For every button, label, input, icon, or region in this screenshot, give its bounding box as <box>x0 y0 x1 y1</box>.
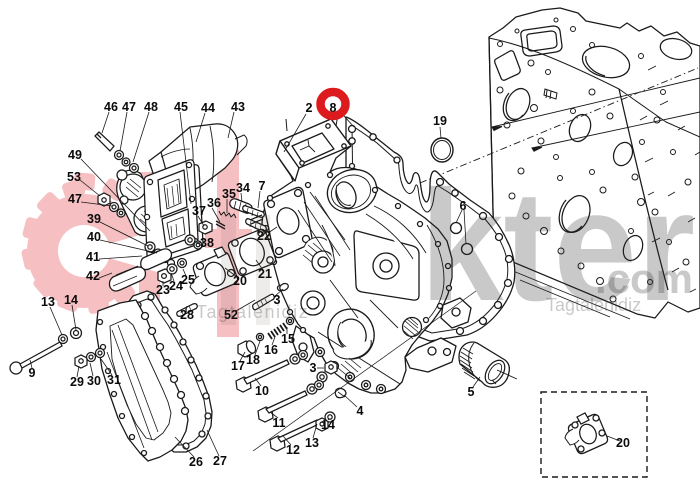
svg-text:6: 6 <box>460 199 467 213</box>
svg-text:46: 46 <box>104 100 118 114</box>
svg-text:12: 12 <box>286 443 300 457</box>
svg-text:37: 37 <box>192 204 206 218</box>
svg-text:26: 26 <box>189 455 203 469</box>
svg-text:3: 3 <box>274 293 281 307</box>
svg-text:38: 38 <box>200 236 214 250</box>
svg-text:14: 14 <box>321 418 335 432</box>
svg-text:13: 13 <box>305 436 319 450</box>
svg-text:.com: .com <box>595 255 693 302</box>
svg-text:45: 45 <box>174 100 188 114</box>
svg-text:kter: kter <box>420 158 695 334</box>
svg-text:29: 29 <box>70 375 84 389</box>
svg-text:16: 16 <box>264 343 278 357</box>
svg-text:47: 47 <box>68 192 82 206</box>
svg-text:53: 53 <box>67 170 81 184</box>
svg-text:43: 43 <box>231 100 245 114</box>
svg-text:34: 34 <box>236 181 250 195</box>
svg-text:Tagtalenidiz: Tagtalenidiz <box>546 295 641 315</box>
svg-text:Tagtalenidiz: Tagtalenidiz <box>196 302 309 322</box>
svg-text:52: 52 <box>224 308 238 322</box>
svg-text:41: 41 <box>86 250 100 264</box>
svg-text:18: 18 <box>246 353 260 367</box>
svg-text:10: 10 <box>255 384 269 398</box>
svg-text:48: 48 <box>144 100 158 114</box>
svg-text:20: 20 <box>233 274 247 288</box>
svg-text:4: 4 <box>357 404 364 418</box>
svg-text:27: 27 <box>213 454 227 468</box>
svg-text:13: 13 <box>41 295 55 309</box>
svg-text:28: 28 <box>180 308 194 322</box>
svg-text:5: 5 <box>468 385 475 399</box>
svg-text:7: 7 <box>259 179 266 193</box>
svg-text:25: 25 <box>181 273 195 287</box>
svg-text:44: 44 <box>201 101 215 115</box>
svg-text:22: 22 <box>257 229 271 243</box>
svg-text:8: 8 <box>330 101 337 115</box>
svg-text:2: 2 <box>306 101 313 115</box>
svg-text:40: 40 <box>87 230 101 244</box>
svg-text:49: 49 <box>68 148 82 162</box>
svg-text:35: 35 <box>222 187 236 201</box>
svg-text:21: 21 <box>258 267 272 281</box>
svg-text:14: 14 <box>64 293 78 307</box>
svg-text:19: 19 <box>433 114 447 128</box>
svg-text:20: 20 <box>616 436 630 450</box>
svg-text:24: 24 <box>169 279 183 293</box>
svg-text:30: 30 <box>87 374 101 388</box>
svg-text:42: 42 <box>86 269 100 283</box>
svg-text:9: 9 <box>29 366 36 380</box>
svg-text:23: 23 <box>156 283 170 297</box>
svg-text:11: 11 <box>272 416 285 430</box>
svg-text:36: 36 <box>207 196 221 210</box>
svg-text:3: 3 <box>310 361 317 375</box>
svg-text:39: 39 <box>87 212 101 226</box>
svg-text:15: 15 <box>281 332 295 346</box>
svg-text:31: 31 <box>107 373 121 387</box>
svg-text:17: 17 <box>231 359 245 373</box>
svg-text:47: 47 <box>122 100 136 114</box>
